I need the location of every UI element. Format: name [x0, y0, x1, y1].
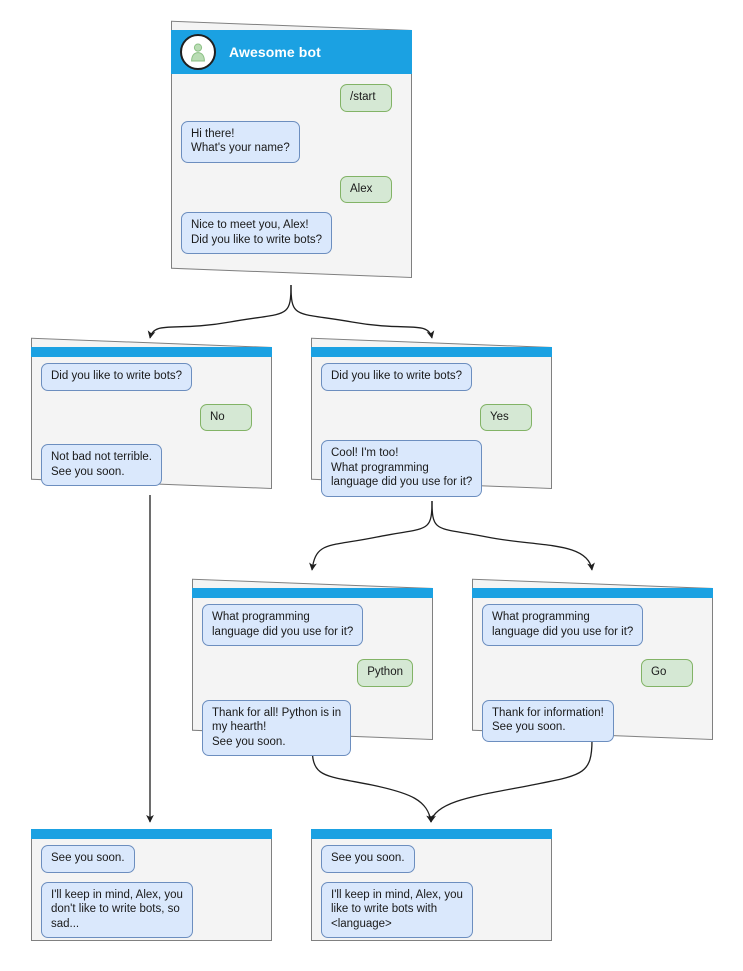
bot-message-bubble[interactable]: Hi there! What's your name?	[181, 120, 300, 163]
message-row: Hi there! What's your name?	[181, 120, 402, 163]
bot-message-bubble[interactable]: See you soon.	[321, 845, 415, 873]
bot-message-bubble[interactable]: Thank for information! See you soon.	[482, 699, 614, 742]
user-message-bubble[interactable]: /start	[340, 84, 392, 112]
message-row: What programming language did you use fo…	[202, 604, 423, 646]
node-python-branch[interactable]: What programming language did you use fo…	[192, 578, 433, 756]
node-end-yes[interactable]: See you soon. I'll keep in mind, Alex, y…	[311, 829, 552, 941]
node-end-yes-messages: See you soon. I'll keep in mind, Alex, y…	[311, 839, 552, 951]
bot-message-bubble[interactable]: What programming language did you use fo…	[482, 604, 644, 646]
node-root[interactable]: Awesome bot /start Hi there! What's your…	[171, 20, 412, 279]
bot-message-bubble[interactable]: Not bad not terrible. See you soon.	[41, 444, 163, 486]
bot-message-bubble[interactable]: What programming language did you use fo…	[202, 604, 364, 646]
message-row: I'll keep in mind, Alex, you like to wri…	[321, 881, 542, 938]
message-row: Alex	[181, 175, 402, 203]
node-go-branch[interactable]: What programming language did you use fo…	[472, 578, 713, 742]
node-no-branch-header	[31, 347, 272, 357]
bot-message-bubble[interactable]: Cool! I'm too! What programming language…	[321, 440, 483, 497]
user-message-bubble[interactable]: Alex	[340, 175, 392, 203]
node-end-no[interactable]: See you soon. I'll keep in mind, Alex, y…	[31, 829, 272, 941]
node-end-yes-header	[311, 829, 552, 839]
bot-message-bubble[interactable]: Thank for all! Python is in my hearth! S…	[202, 699, 352, 756]
message-row: Yes	[321, 403, 542, 431]
node-end-no-messages: See you soon. I'll keep in mind, Alex, y…	[31, 839, 272, 951]
message-row: Nice to meet you, Alex! Did you like to …	[181, 212, 402, 254]
node-yes-branch[interactable]: Did you like to write bots? Yes Cool! I'…	[311, 337, 552, 497]
bot-message-bubble[interactable]: Nice to meet you, Alex! Did you like to …	[181, 212, 333, 254]
user-message-bubble[interactable]: Go	[641, 659, 693, 687]
edge-root-to-no	[147, 284, 292, 339]
node-go-branch-header	[472, 588, 713, 598]
edge-yes-to-go	[431, 500, 595, 571]
message-row: See you soon.	[321, 845, 542, 873]
user-message-bubble[interactable]: Yes	[480, 403, 532, 431]
message-row: Cool! I'm too! What programming language…	[321, 440, 542, 497]
message-row: See you soon.	[41, 845, 262, 873]
message-row: What programming language did you use fo…	[482, 604, 703, 646]
bot-message-bubble[interactable]: Did you like to write bots?	[41, 363, 193, 391]
node-go-branch-messages: What programming language did you use fo…	[472, 598, 713, 755]
message-row: Go	[482, 659, 703, 687]
message-row: I'll keep in mind, Alex, you don't like …	[41, 881, 262, 938]
node-no-branch[interactable]: Did you like to write bots? No Not bad n…	[31, 337, 272, 489]
message-row: /start	[181, 84, 402, 112]
node-root-title: Awesome bot	[229, 44, 321, 60]
message-row: Thank for information! See you soon.	[482, 699, 703, 742]
edge-root-to-yes	[290, 284, 435, 339]
message-row: No	[41, 403, 262, 431]
node-python-branch-header	[192, 588, 433, 598]
edge-yes-to-python	[309, 500, 433, 571]
bot-message-bubble[interactable]: See you soon.	[41, 845, 135, 873]
message-row: Not bad not terrible. See you soon.	[41, 444, 262, 486]
user-avatar-icon	[180, 34, 216, 70]
node-root-header: Awesome bot	[171, 30, 412, 74]
bot-message-bubble[interactable]: I'll keep in mind, Alex, you like to wri…	[321, 881, 473, 938]
user-message-bubble[interactable]: Python	[357, 659, 413, 687]
message-row: Thank for all! Python is in my hearth! S…	[202, 699, 423, 756]
message-row: Did you like to write bots?	[41, 363, 262, 391]
message-row: Python	[202, 659, 423, 687]
user-message-bubble[interactable]: No	[200, 403, 252, 431]
bot-message-bubble[interactable]: I'll keep in mind, Alex, you don't like …	[41, 881, 193, 938]
bot-message-bubble[interactable]: Did you like to write bots?	[321, 363, 473, 391]
node-yes-branch-header	[311, 347, 552, 357]
node-yes-branch-messages: Did you like to write bots? Yes Cool! I'…	[311, 357, 552, 510]
node-root-messages: /start Hi there! What's your name? Alex …	[171, 74, 412, 267]
node-python-branch-messages: What programming language did you use fo…	[192, 598, 433, 769]
message-row: Did you like to write bots?	[321, 363, 542, 391]
node-no-branch-messages: Did you like to write bots? No Not bad n…	[31, 357, 272, 499]
node-end-no-header	[31, 829, 272, 839]
